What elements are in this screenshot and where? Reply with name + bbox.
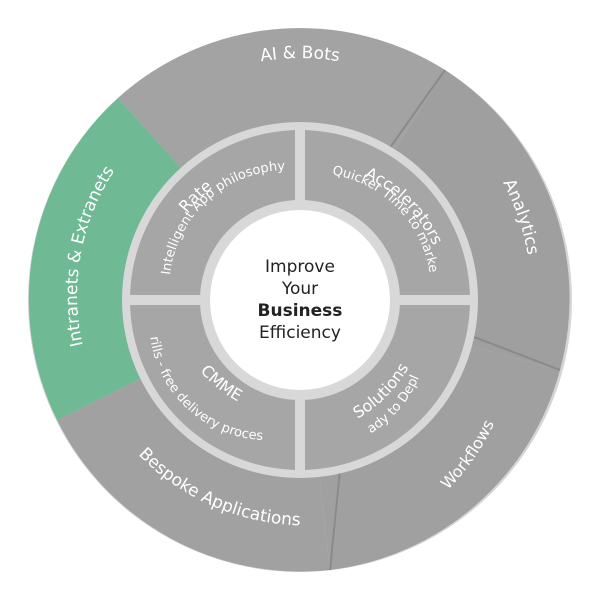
center-line-your: Your (281, 279, 319, 299)
center-text: Improve Your Business Efficiency (200, 240, 400, 360)
center-circle (210, 210, 390, 390)
outer-label-ai-bots: AI & Bots (259, 43, 342, 66)
center-line-efficiency: Efficiency (259, 323, 341, 343)
center-line-business: Business (257, 301, 343, 321)
center-line-improve: Improve (265, 257, 335, 277)
